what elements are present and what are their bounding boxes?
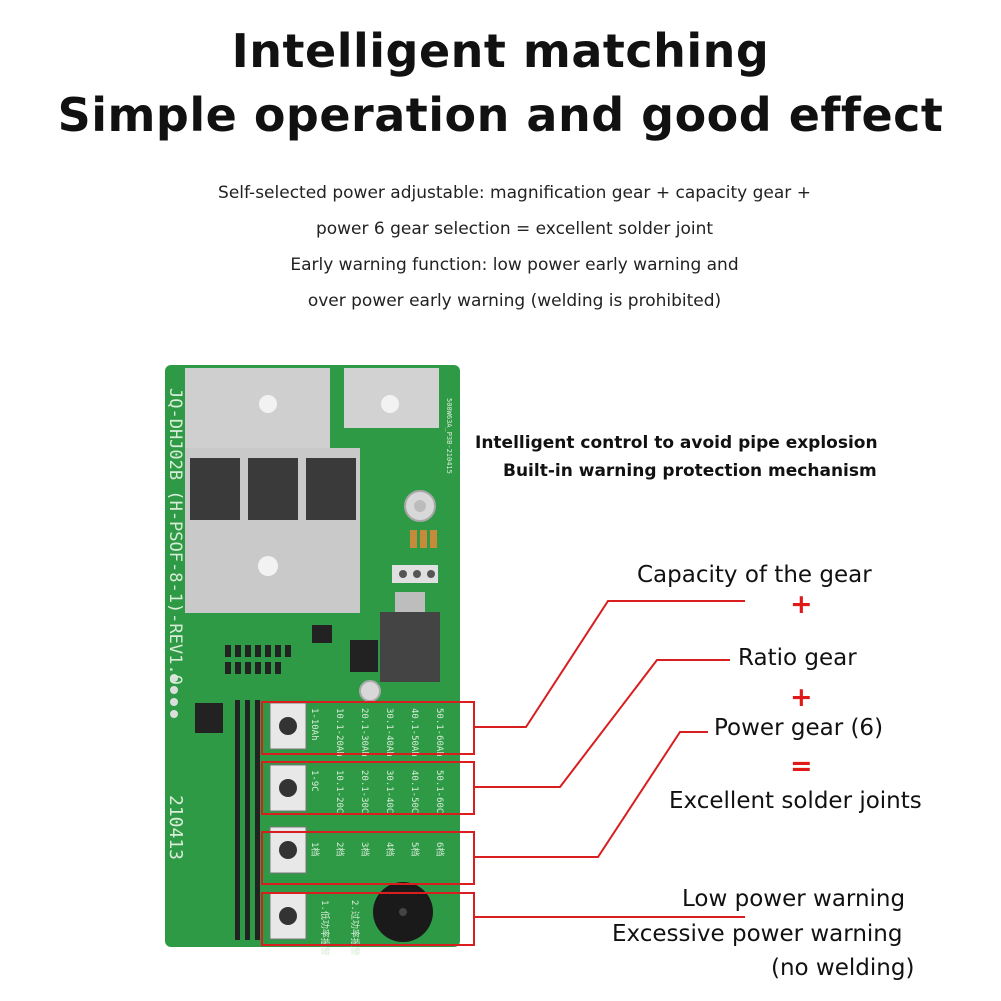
warning-silk-labels: 1.低功率报警 2.过功率报警 (319, 900, 361, 956)
headline-line-1: Intelligent matching (231, 24, 770, 78)
leader-power (474, 731, 708, 858)
power-silk-label: 4档 (384, 842, 396, 856)
capacitor-ec2 (359, 680, 381, 702)
board-model-label: JQ-DHJ02B (H-PSOF-8-1)-REV1.0 (165, 388, 185, 685)
capacity-silk-label: 10.1-20Ah (334, 708, 344, 757)
mounting-hole-1 (259, 395, 277, 413)
button-ratio (269, 764, 307, 812)
leader-capacity (474, 600, 745, 728)
description-line-4: over power early warning (welding is pro… (307, 291, 722, 311)
microcontroller-ic (195, 703, 223, 733)
capacity-silk-label: 20.1-30Ah (359, 708, 369, 757)
plus-sign-2: + (790, 682, 813, 713)
ratio-silk-label: 30.1-40C (384, 770, 394, 813)
feature-line-2: Built-in warning protection mechanism (503, 461, 877, 481)
low-power-warning-label: Low power warning (682, 886, 906, 912)
ratio-silk-label: 50.1-60C (434, 770, 444, 813)
mosfet-3 (306, 458, 356, 520)
warning-silk-label: 2.过功率报警 (349, 900, 361, 956)
ratio-silk-label: 1-9C (309, 770, 319, 792)
regulator-u1 (380, 612, 440, 682)
capacity-silk-label: 50.1-60Ah (434, 708, 444, 757)
description-line-1: Self-selected power adjustable: magnific… (218, 183, 811, 203)
headline-line-2: Simple operation and good effect (57, 88, 944, 142)
ratio-silk-labels: 1-9C 10.1-20C 20.1-30C 30.1-40C 40.1-50C 50.1… (309, 770, 444, 813)
power-silk-labels: 1档 2档 3档 4档 5档 6档 (309, 842, 446, 856)
excess-power-warning-label: Excessive power warning (612, 921, 903, 947)
mosfet-1 (190, 458, 240, 520)
mounting-hole-2 (381, 395, 399, 413)
board-code-label: 500W63A_P3B-210415 (445, 398, 453, 474)
ratio-silk-label: 20.1-30C (359, 770, 369, 813)
power-silk-label: 3档 (359, 842, 371, 856)
board-date-label: 210413 (165, 795, 186, 860)
mounting-hole-3 (258, 556, 278, 576)
result-label: Excellent solder joints (669, 788, 922, 814)
power-silk-label: 2档 (334, 842, 346, 856)
power-gear-label: Power gear (6) (714, 715, 884, 741)
leader-ratio (474, 659, 730, 788)
copper-pad-top-left (185, 368, 330, 448)
capacity-silk-labels: 1-10Ah 10.1-20Ah 20.1-30Ah 30.1-40Ah 40.1-50… (309, 708, 444, 757)
no-welding-label: (no welding) (771, 955, 915, 981)
inductor-l1 (312, 625, 332, 643)
equals-sign: = (790, 751, 813, 782)
mosfet-2 (248, 458, 298, 520)
ratio-silk-label: 40.1-50C (409, 770, 419, 813)
plus-sign-1: + (790, 589, 813, 620)
ratio-silk-label: 10.1-20C (334, 770, 344, 813)
description-line-3: Early warning function: low power early … (290, 255, 739, 275)
capacity-gear-label: Capacity of the gear (637, 562, 872, 588)
capacity-silk-label: 1-10Ah (309, 708, 319, 741)
power-silk-label: 6档 (434, 842, 446, 856)
capacity-silk-label: 40.1-50Ah (409, 708, 419, 757)
callout-box-warning (261, 892, 475, 946)
capacity-silk-label: 30.1-40Ah (384, 708, 394, 757)
pcb-buttons (269, 702, 307, 940)
feature-line-1: Intelligent control to avoid pipe explos… (475, 433, 878, 453)
description-line-2: power 6 gear selection = excellent solde… (315, 219, 714, 239)
warning-silk-label: 1.低功率报警 (319, 900, 331, 956)
ratio-gear-label: Ratio gear (738, 645, 857, 671)
power-silk-label: 1档 (309, 842, 321, 856)
power-silk-label: 5档 (409, 842, 421, 856)
